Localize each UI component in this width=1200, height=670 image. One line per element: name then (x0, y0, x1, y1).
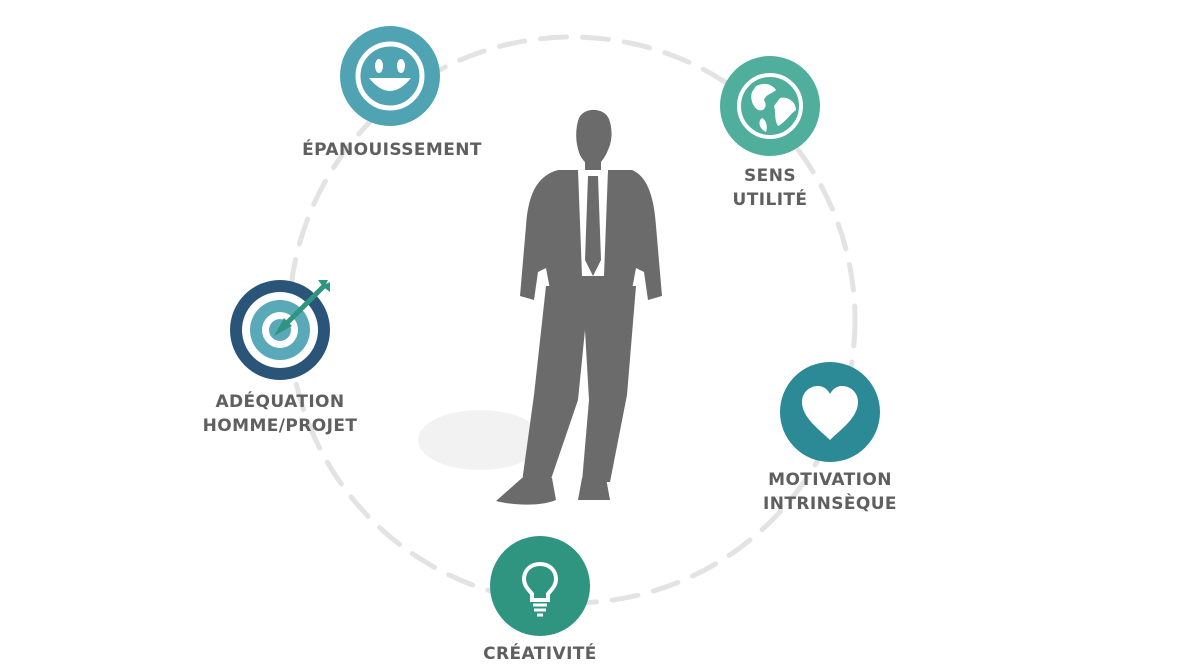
businessman-silhouette-icon (496, 109, 662, 505)
target-arrow-icon (230, 280, 330, 380)
motivation-label-line-2: INTRINSÈQUE (763, 494, 897, 514)
sens-node (720, 56, 820, 156)
creativite-label-line-1: CRÉATIVITÉ (483, 644, 597, 664)
smiley-icon (355, 41, 425, 111)
adequation-node (230, 280, 330, 380)
lightbulb-icon (521, 561, 559, 617)
floor-shadow (418, 410, 542, 470)
adequation-label-line-1: ADÉQUATION (215, 392, 345, 412)
motivation-label-line-1: MOTIVATION (768, 470, 892, 490)
epanouissement-label-line-1: ÉPANOUISSEMENT (302, 140, 482, 160)
creativite-label: CRÉATIVITÉ (440, 642, 640, 666)
heart-icon (802, 386, 858, 440)
epanouissement-node (340, 26, 440, 126)
creativite-node (490, 536, 590, 636)
motivation-label: MOTIVATION INTRINSÈQUE (740, 468, 920, 516)
sens-label: SENS UTILITÉ (690, 164, 850, 212)
globe-icon (737, 73, 803, 139)
motivation-node (780, 362, 880, 462)
adequation-label-line-2: HOMME/PROJET (202, 416, 358, 436)
sens-label-line-2: UTILITÉ (732, 190, 808, 210)
epanouissement-label: ÉPANOUISSEMENT (292, 138, 492, 162)
adequation-label: ADÉQUATION HOMME/PROJET (180, 390, 380, 438)
sens-label-line-1: SENS (744, 166, 796, 186)
